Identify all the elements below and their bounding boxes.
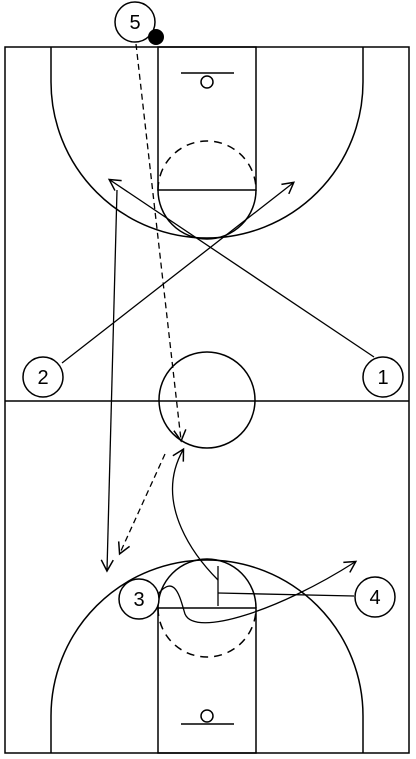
top-free-throw-circle-solid — [157, 189, 257, 240]
screen-bar — [217, 592, 355, 597]
player-3-label: 3 — [133, 589, 144, 611]
bottom-three-point-arc — [50, 559, 364, 753]
player-1-circle — [362, 356, 404, 398]
court-lines — [4, 46, 410, 754]
player-5-marker: 5 — [114, 1, 164, 45]
player-3-circle — [118, 578, 160, 620]
center-circle — [158, 351, 256, 449]
ball-icon — [148, 29, 164, 45]
player-3-post-cut — [171, 447, 219, 581]
player-2-label: 2 — [37, 367, 48, 389]
pass-5-dashed-arrow — [135, 43, 187, 443]
bottom-rim — [200, 709, 214, 723]
player-2-return-arrow — [100, 189, 118, 573]
player-1-marker: 1 — [362, 356, 404, 398]
player-2-circle — [22, 356, 64, 398]
player-1-label: 1 — [377, 367, 388, 389]
court-boundary — [4, 46, 410, 754]
player-3-marker: 3 — [118, 578, 160, 620]
player-3-curl-dribble — [154, 560, 358, 624]
top-rim — [200, 75, 214, 89]
player-5-circle — [114, 1, 156, 43]
player-5-label: 5 — [129, 12, 140, 34]
player-1-cut-arrow — [107, 178, 375, 358]
top-free-throw-circle-dashed — [157, 140, 257, 191]
movement-lines — [61, 43, 375, 624]
top-key — [157, 46, 257, 191]
player-2-marker: 2 — [22, 356, 64, 398]
player-4-label: 4 — [369, 587, 380, 609]
bottom-free-throw-circle-dashed — [157, 607, 257, 658]
top-three-point-arc — [50, 47, 364, 239]
player-2-cut-arrow — [61, 181, 296, 364]
pass-3-dashed-arrow — [117, 453, 166, 556]
bottom-free-throw-circle-solid — [157, 558, 257, 609]
bottom-key — [157, 607, 257, 754]
player-4-marker: 4 — [354, 576, 396, 618]
player-4-circle — [354, 576, 396, 618]
